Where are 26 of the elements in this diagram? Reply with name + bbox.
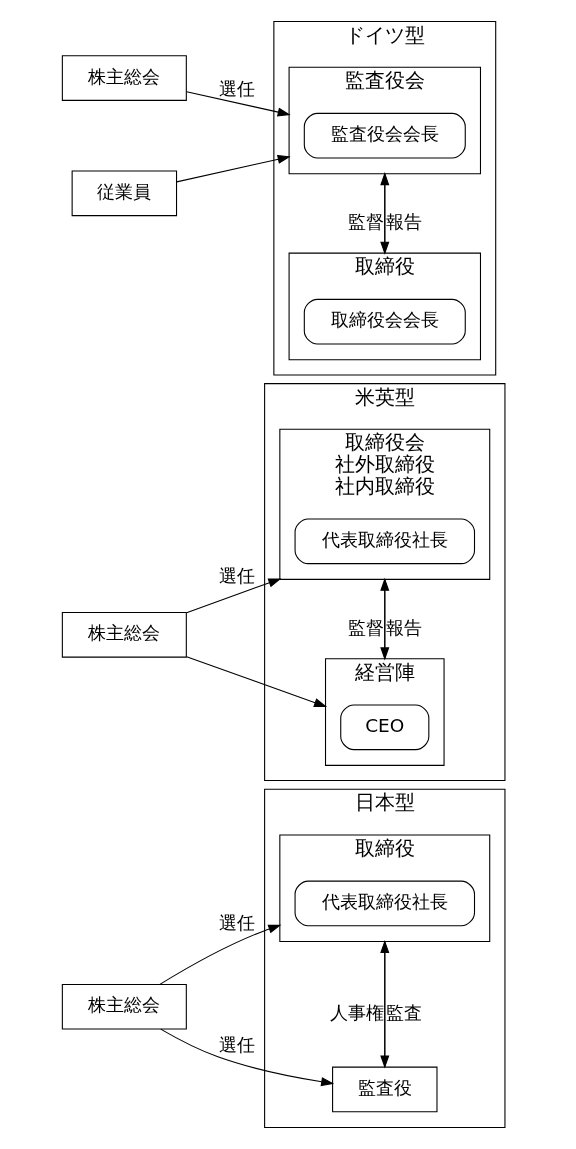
arrow bbox=[160, 1028, 335, 1087]
node-box: 代表取締役社長 bbox=[294, 880, 476, 927]
node-box: 取締役会会長 bbox=[303, 298, 466, 345]
node-box: 従業員 bbox=[71, 170, 178, 217]
arrow bbox=[186, 578, 282, 614]
edge-label: 報告 bbox=[385, 616, 422, 638]
node-box: 監査役 bbox=[332, 1066, 438, 1113]
arrow bbox=[186, 656, 328, 707]
node-box: 監査役会会長 bbox=[303, 112, 466, 159]
edge-label: 選任 bbox=[218, 78, 255, 100]
arrow bbox=[186, 91, 291, 117]
node-box: 株主総会 bbox=[61, 983, 187, 1030]
arrow bbox=[159, 924, 282, 985]
node-box: 株主総会 bbox=[61, 612, 187, 658]
edge-label: 監査 bbox=[385, 1001, 422, 1023]
edge-label: 選任 bbox=[218, 912, 255, 934]
edge-label: 監督 bbox=[347, 616, 384, 638]
node-box: 株主総会 bbox=[61, 55, 187, 101]
node-box: CEO bbox=[340, 704, 430, 751]
edge-label: 報告 bbox=[385, 211, 422, 233]
edge-label: 監督 bbox=[347, 211, 384, 233]
edge-label: 人事権 bbox=[329, 1001, 384, 1023]
edge-label: 選任 bbox=[218, 1033, 255, 1055]
arrow bbox=[176, 154, 291, 183]
node-box: 代表取締役社長 bbox=[294, 518, 476, 565]
edge-label: 選任 bbox=[218, 565, 255, 587]
